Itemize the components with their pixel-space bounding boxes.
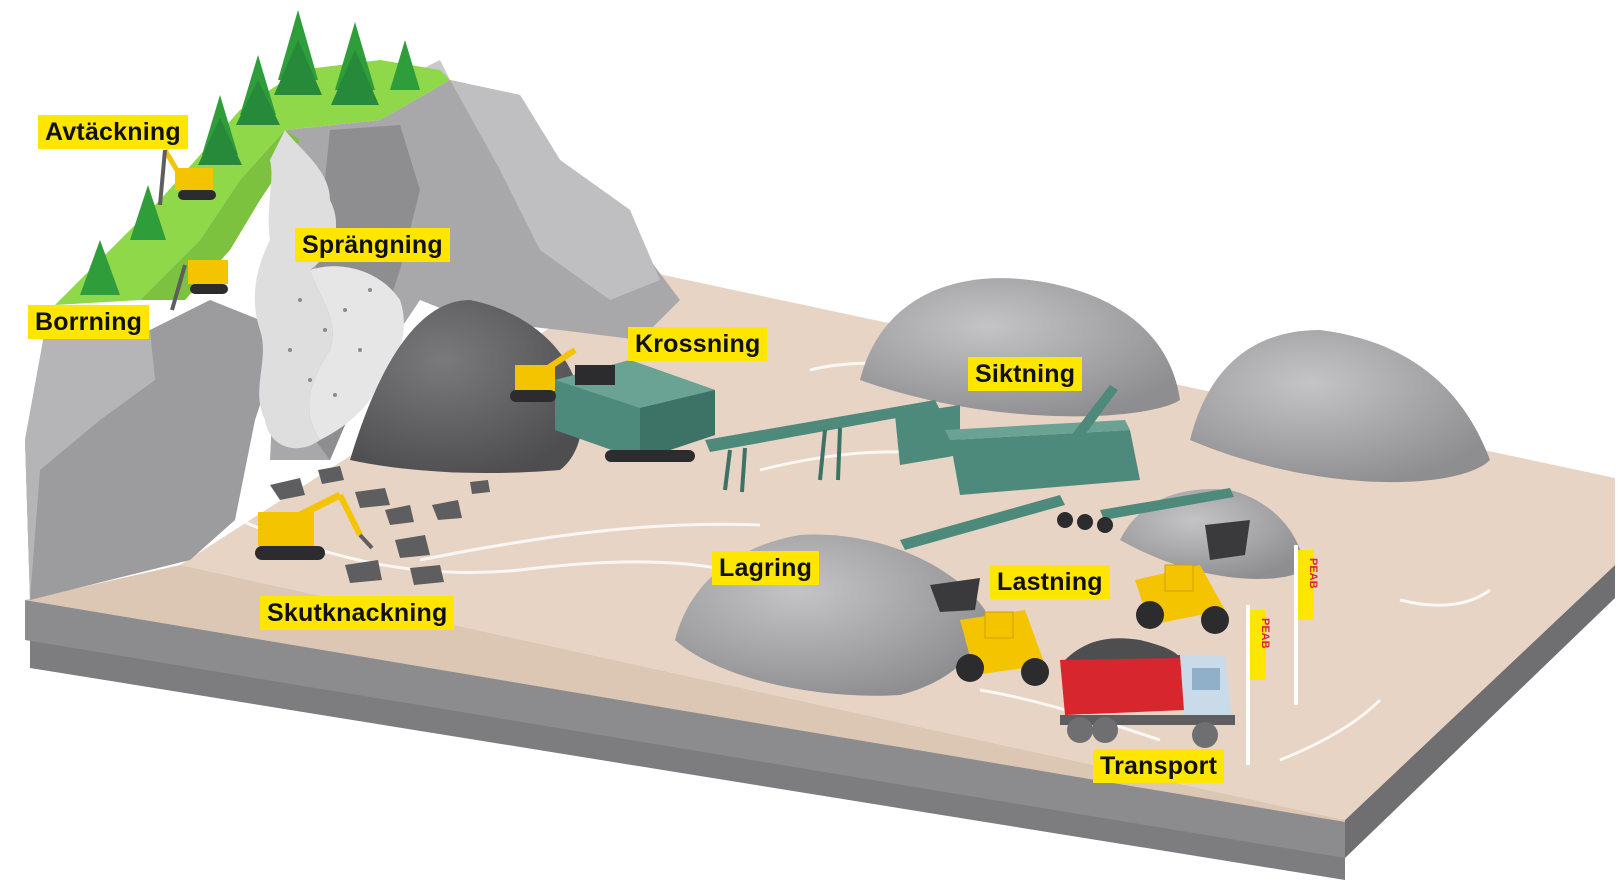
flag-text: PEAB: [1259, 618, 1271, 649]
crusher-hopper: [575, 365, 615, 385]
label-lastning: Lastning: [990, 565, 1110, 599]
grass-top: [55, 60, 450, 305]
label-sprangning: Sprängning: [295, 228, 450, 262]
label-krossning: Krossning: [628, 327, 768, 361]
stockpile-right: [1190, 330, 1490, 483]
flag-banner: [1298, 550, 1314, 620]
conveyor-3: [1100, 488, 1234, 520]
cliff-upper-right: [450, 80, 660, 300]
tree-icon: [274, 10, 322, 95]
screening-plant: [895, 385, 1234, 550]
crusher-track: [605, 450, 695, 462]
cliff-left-face: [25, 330, 155, 600]
boulders: [270, 466, 490, 585]
grass-edge-shade: [140, 130, 300, 300]
label-siktning: Siktning: [968, 357, 1083, 391]
wheel-loader-transport: [1135, 520, 1250, 634]
trees: [80, 10, 420, 295]
flag-text: PEAB: [1307, 558, 1319, 589]
tree-icon: [130, 185, 166, 240]
excavator-avtackning: [158, 148, 216, 206]
excavator-skutknackning: [255, 491, 374, 560]
screen-stack-conveyor: [1060, 385, 1118, 455]
tree-icon: [236, 55, 280, 125]
dump-truck: [1060, 638, 1235, 748]
truck-bed: [1060, 655, 1185, 715]
label-lagring: Lagring: [712, 551, 820, 585]
wheel-loader-lastning: [930, 578, 1049, 686]
truck-load: [1065, 638, 1180, 660]
machines: [158, 148, 1250, 686]
label-skutknackning: Skutknackning: [260, 596, 455, 630]
screen-deck: [950, 430, 1140, 495]
tree-icon: [198, 95, 242, 165]
conveyor-1: [705, 400, 940, 452]
grass-plateau: [55, 60, 450, 305]
dust-cloud: [309, 266, 404, 440]
tree-icon: [390, 40, 420, 90]
screen-wheels: [1057, 512, 1113, 533]
base-front-face: [25, 600, 1345, 858]
screen-hopper: [895, 405, 960, 465]
tree-icon: [331, 22, 379, 105]
crusher-side: [640, 390, 715, 460]
label-avtackning: Avtäckning: [38, 115, 188, 149]
stockpile-siktning: [860, 278, 1180, 417]
blasted-rock-pile: [350, 300, 583, 473]
excavator-krossning: [510, 347, 577, 402]
crusher-plant: [555, 360, 940, 493]
truck-chassis: [1060, 715, 1235, 725]
truck-window: [1192, 668, 1220, 690]
flags: PEAB PEAB: [1246, 545, 1319, 765]
conveyor-2: [900, 495, 1065, 550]
drill-rig-borrning: [170, 260, 228, 311]
label-borrning: Borrning: [28, 305, 150, 339]
dust-cloud: [254, 130, 337, 449]
base-right-face: [1345, 565, 1615, 858]
tree-icon: [80, 240, 120, 295]
blast-dust: [254, 130, 404, 449]
base-front-wall: [30, 640, 1345, 880]
flag-banner: [1250, 610, 1266, 680]
label-transport: Transport: [1093, 749, 1225, 783]
